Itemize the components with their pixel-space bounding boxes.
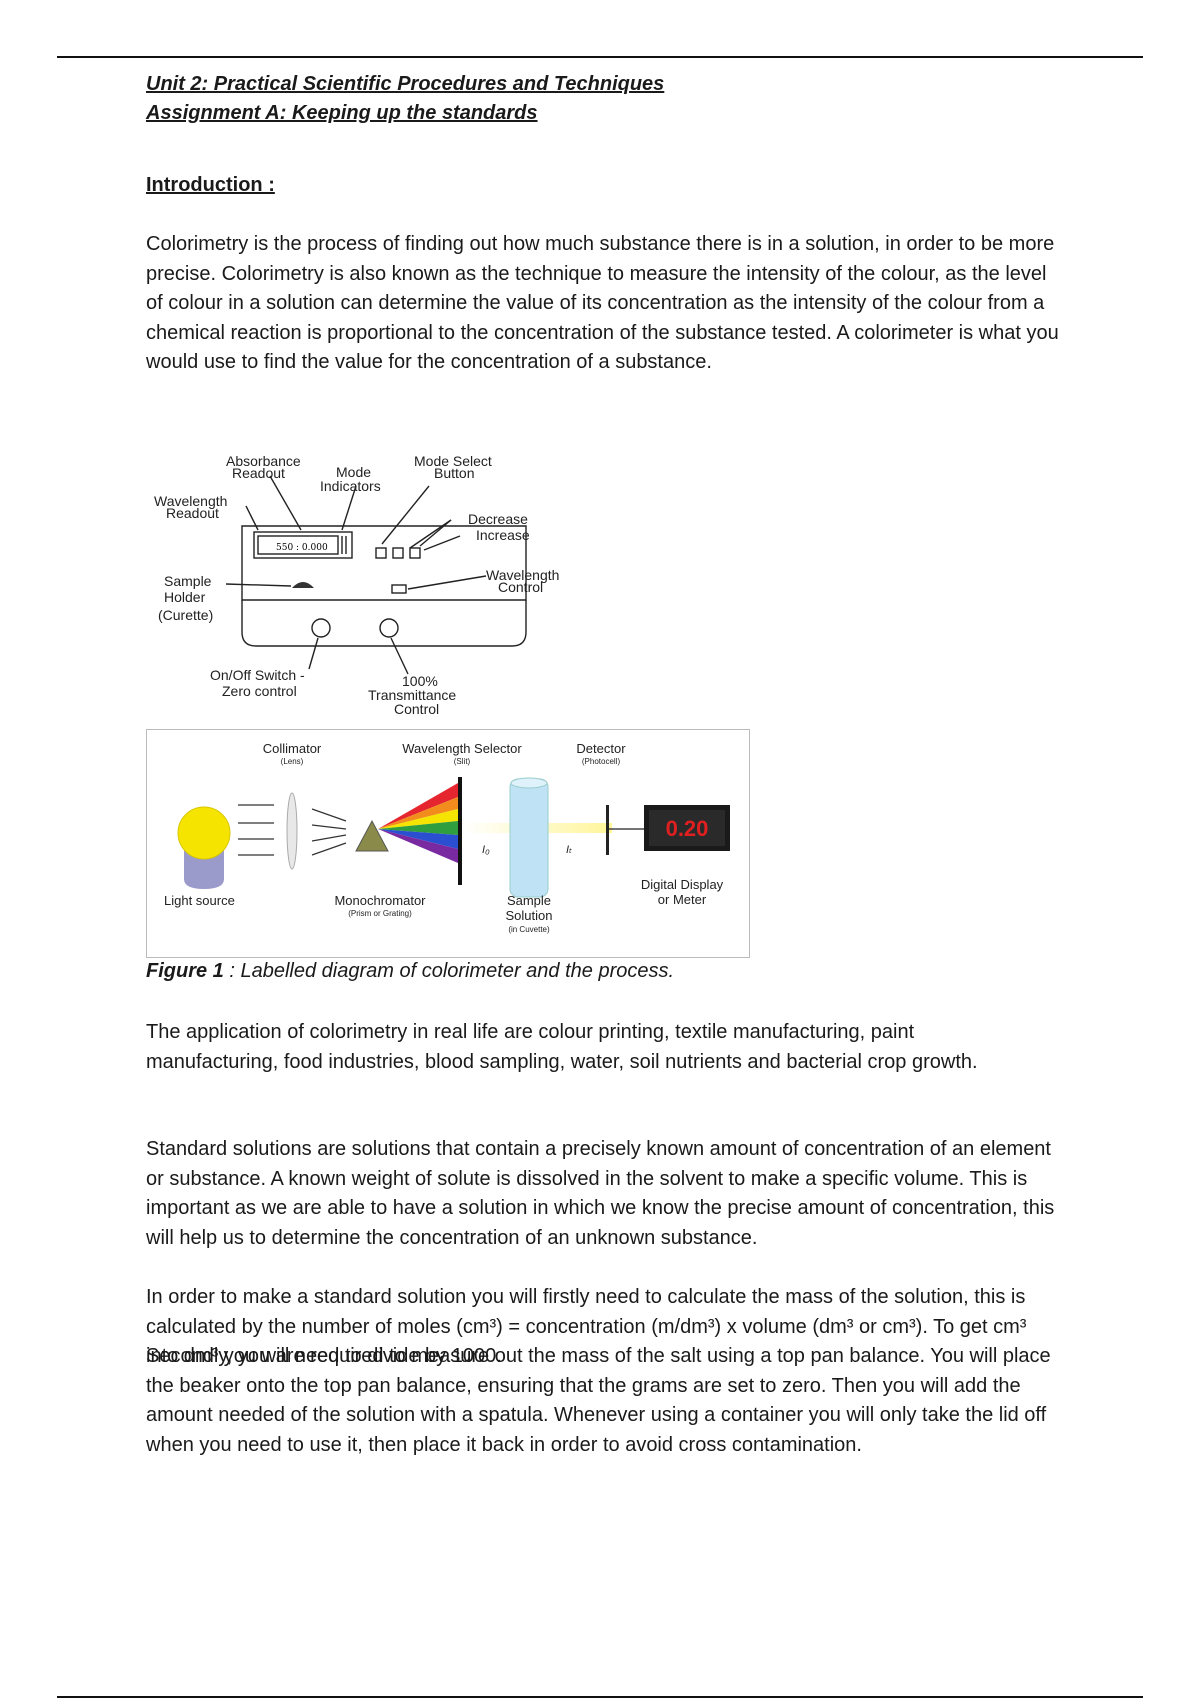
top-rule [57,56,1143,58]
label-readout: Readout [232,465,285,481]
measuring-mass-paragraph: Secondly, you are required to measure ou… [146,1345,1051,1456]
introduction-paragraph: Colorimetry is the process of finding ou… [146,233,1059,373]
label-mode-select: Mode Select [414,453,492,469]
label-zero-control: Zero control [222,683,297,699]
label-monochromator-sub: (Prism or Grating) [348,909,412,918]
bottom-rule [57,1696,1143,1698]
label-wavelength-control: Wavelength [486,567,559,583]
label-holder: Holder [164,589,206,605]
assignment-title: Assignment A: Keeping up the standards [146,102,538,124]
label-sample: Sample [507,893,551,908]
caption-label: Figure 1 [146,960,224,982]
colorimeter-diagram: 550 : 0.000 Absorbance Readout Mode Indi… [154,453,559,717]
label-it: Iₜ [566,844,572,856]
label-button: Button [434,465,474,481]
label-light-source: Light source [164,893,235,908]
detector-icon [606,805,609,855]
collimator-lens-icon [286,792,298,870]
making-standard-paragraph: In order to make a standard solution you… [146,1286,1027,1367]
document-body: Unit 2: Practical Scientific Procedures … [146,70,1066,1456]
applications-paragraph: The application of colorimetry in real l… [146,1021,978,1073]
label-transmittance-control: Control [394,701,439,717]
label-control: Control [498,579,543,595]
label-collimator-sub: (Lens) [281,757,304,766]
label-digital-display: Digital Display [641,877,724,892]
label-or-meter: or Meter [658,892,707,907]
meter-value: 0.20 [666,816,709,841]
light-bulb-icon [177,806,231,860]
label-collimator: Collimator [263,741,322,756]
label-wavelength: Wavelength [154,493,227,509]
label-on-off: On/Off Switch - [210,667,305,683]
unit-title: Unit 2: Practical Scientific Procedures … [146,73,665,95]
standard-solutions-paragraph: Standard solutions are solutions that co… [146,1138,1055,1249]
display-readout: 550 : 0.000 [276,543,328,553]
label-decrease: Decrease [468,511,528,527]
label-detector: Detector [576,741,626,756]
label-wavelength-selector: Wavelength Selector [402,741,522,756]
label-transmittance: Transmittance [368,687,456,703]
introduction-heading: Introduction : [146,174,275,196]
label-sample: Sample [164,573,212,589]
sample-holder-icon [292,582,314,588]
caption-text: : Labelled diagram of colorimeter and th… [223,960,675,982]
cuvette-icon [509,778,549,898]
label-curette: (Curette) [158,607,213,623]
label-100: 100% [402,673,438,689]
label-wavelength-readout: Readout [166,505,219,521]
label-indicators: Indicators [320,478,381,494]
slit-icon [458,777,462,885]
label-i0: I₀ [482,844,490,856]
label-mode: Mode [336,464,371,480]
label-increase: Increase [476,527,530,543]
label-detector-sub: (Photocell) [582,757,621,766]
prism-icon [355,819,389,852]
label-absorbance: Absorbance [226,453,301,469]
figure-caption: Figure 1 : Labelled diagram of colorimet… [146,960,674,983]
label-wavelength-selector-sub: (Slit) [454,757,471,766]
label-solution: Solution [506,908,553,923]
label-monochromator: Monochromator [334,893,426,908]
label-sample-sub: (in Cuvette) [508,925,550,934]
colorimetry-process-diagram: 0.20 Collimator (Lens) Wavelength Select… [146,729,750,958]
